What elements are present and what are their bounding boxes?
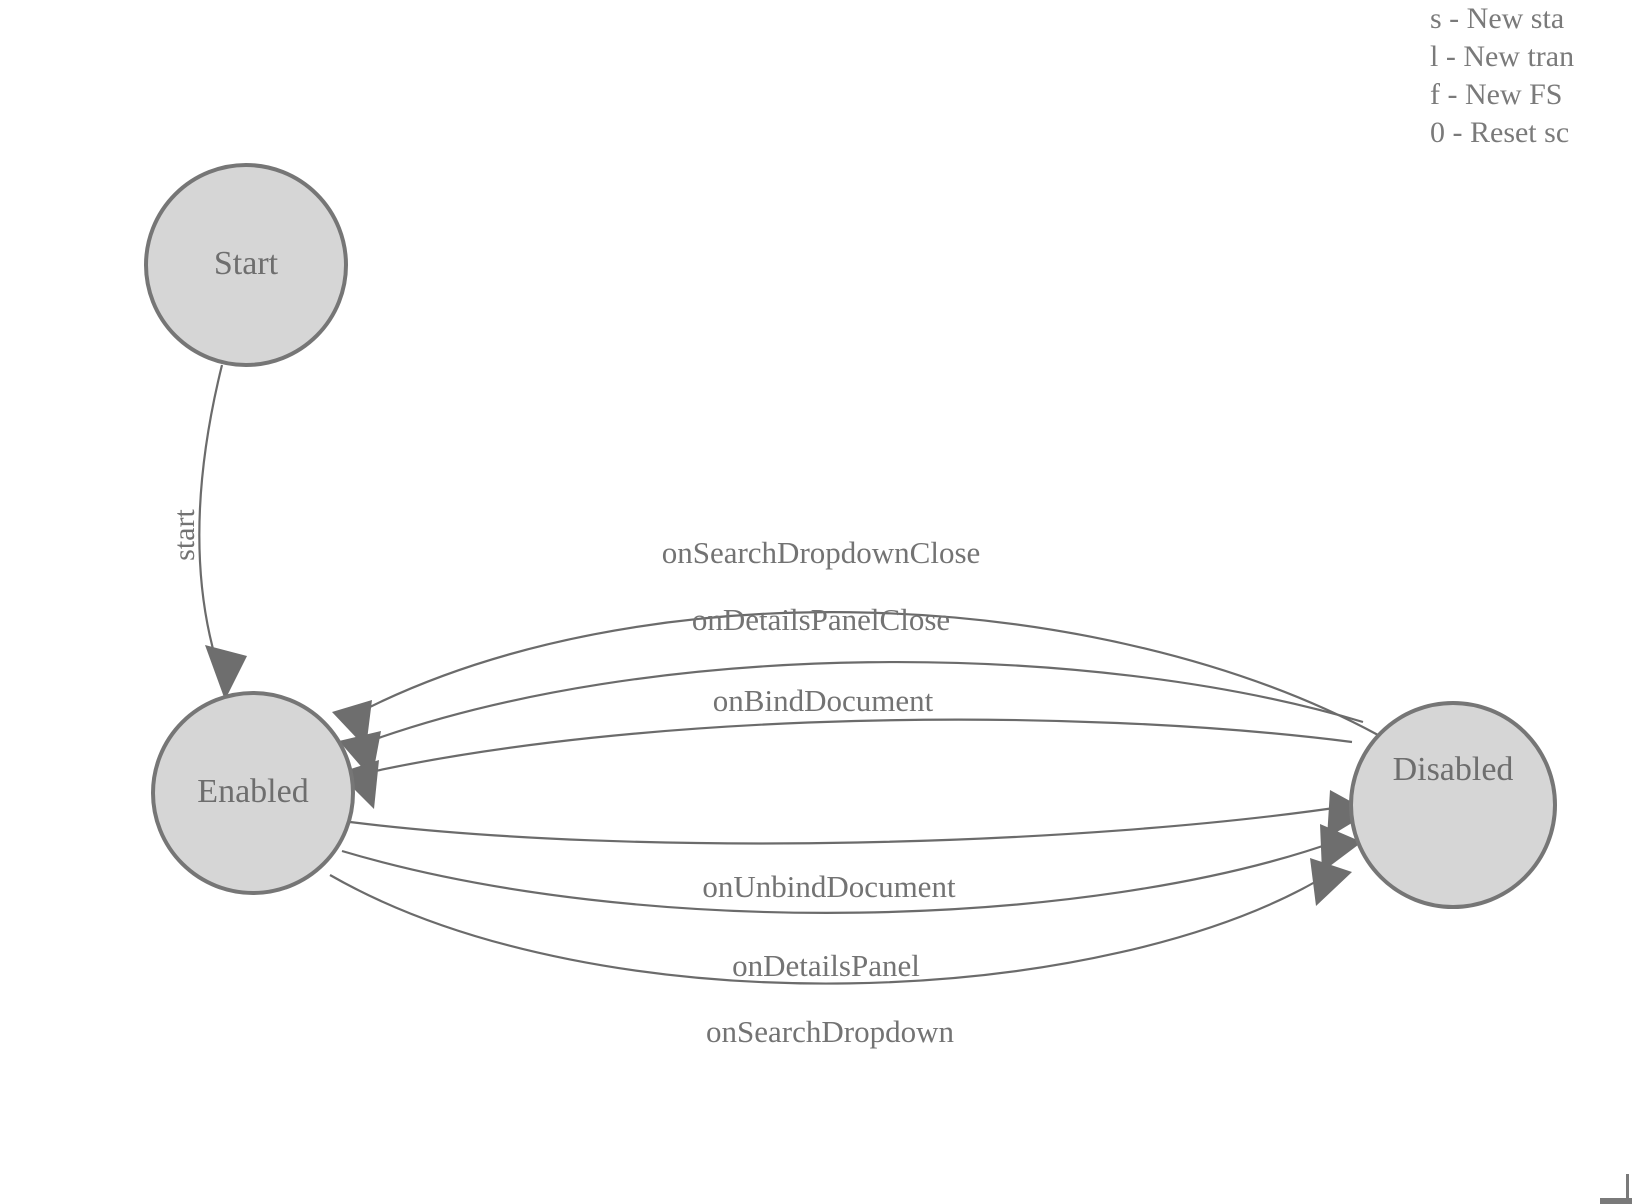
edge-path bbox=[358, 660, 1364, 747]
edge-enabled-to-disabled-onsearchdropdown[interactable] bbox=[329, 858, 1352, 985]
edge-enabled-to-disabled-ondetailspanel[interactable] bbox=[341, 824, 1362, 914]
arrowhead-icon bbox=[1327, 790, 1370, 838]
help-line-reset: 0 - Reset sc bbox=[1430, 116, 1570, 149]
node-enabled[interactable]: Enabled bbox=[151, 691, 355, 895]
edge-path bbox=[349, 804, 1349, 845]
edge-label-onsearchdropdownclose: onSearchDropdownClose bbox=[662, 535, 981, 570]
help-line-new-state: s - New sta bbox=[1430, 2, 1565, 35]
edge-label-ondetailspanelclose: onDetailsPanelClose bbox=[692, 602, 950, 637]
node-circle bbox=[1349, 701, 1557, 909]
edge-path bbox=[351, 611, 1379, 736]
edge-path bbox=[329, 871, 1333, 985]
help-line-new-fsm: f - New FS bbox=[1430, 78, 1563, 111]
arrowhead-icon bbox=[205, 645, 247, 700]
edge-disabled-to-enabled-onbinddocument[interactable] bbox=[338, 718, 1353, 809]
node-start-label: Start bbox=[214, 245, 279, 282]
edge-label-start: start bbox=[168, 509, 201, 561]
help-legend: s - New sta l - New tran f - New FS 0 - … bbox=[1430, 0, 1632, 152]
edge-label-onsearchdropdown: onSearchDropdown bbox=[706, 1014, 954, 1049]
edge-path bbox=[356, 718, 1353, 777]
node-start[interactable]: Start bbox=[144, 163, 348, 367]
node-disabled[interactable]: Disabled bbox=[1349, 701, 1557, 909]
edge-label-ondetailspanel: onDetailsPanel bbox=[732, 948, 920, 983]
arrowhead-icon bbox=[1310, 858, 1352, 906]
horizontal-scrollbar-thumb[interactable] bbox=[1600, 1198, 1632, 1204]
edge-path bbox=[198, 364, 224, 661]
edge-start-to-enabled[interactable] bbox=[198, 364, 247, 700]
vertical-scrollbar-thumb[interactable] bbox=[1626, 1174, 1629, 1200]
edge-path bbox=[341, 838, 1341, 914]
node-circle bbox=[144, 163, 348, 367]
help-line-new-transition: l - New tran bbox=[1430, 40, 1575, 73]
edge-label-onunbinddocument: onUnbindDocument bbox=[702, 869, 956, 904]
node-disabled-label: Disabled bbox=[1393, 751, 1514, 788]
node-circle bbox=[151, 691, 355, 895]
edge-label-onbinddocument: onBindDocument bbox=[713, 683, 934, 718]
arrowhead-icon bbox=[1320, 824, 1362, 872]
node-enabled-label: Enabled bbox=[197, 773, 308, 810]
edge-enabled-to-disabled-onunbinddocument[interactable] bbox=[349, 790, 1370, 845]
